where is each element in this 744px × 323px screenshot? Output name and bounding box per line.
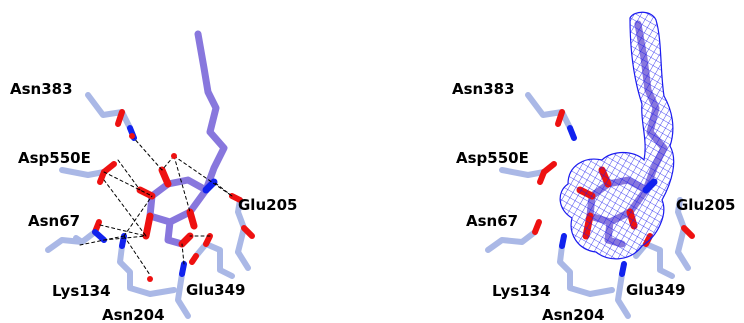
residue-lys134: [557, 233, 615, 297]
water-oxygen: [147, 276, 153, 282]
label-asn383: Asn383: [452, 80, 515, 98]
residue-asn383: [85, 92, 137, 141]
ligand: [136, 30, 228, 248]
label-asn204: Asn204: [102, 306, 165, 323]
residue-lys134: [117, 233, 177, 297]
residue-asn67: [485, 219, 542, 253]
residue-glu205: [675, 197, 695, 271]
label-asn204: Asn204: [542, 306, 605, 323]
label-asp550e: Asp550E: [18, 149, 91, 167]
label-glu349: Glu349: [626, 281, 685, 299]
residue-asn67: [45, 219, 107, 253]
structure-image: Asn383 Asp550E Asn67 Lys134 Asn204 Glu20…: [10, 30, 297, 323]
residue-glu349: [189, 233, 235, 279]
label-glu205: Glu205: [238, 196, 297, 214]
water-oxygen: [171, 153, 177, 159]
label-glu349: Glu349: [186, 281, 245, 299]
label-lys134: Lys134: [492, 282, 551, 300]
binding-site-panel: Asn383 Asp550E Asn67 Lys134 Asn204 Glu20…: [10, 30, 297, 323]
residue-glu205: [229, 193, 255, 271]
label-asn383: Asn383: [10, 80, 73, 98]
label-asn67: Asn67: [28, 212, 80, 230]
label-lys134: Lys134: [52, 282, 111, 300]
residue-asn204: [615, 261, 631, 319]
residue-asn383: [525, 92, 577, 141]
label-asn67: Asn67: [466, 212, 518, 230]
hydrogen-bonds: [79, 135, 233, 276]
residue-asp550e: [59, 161, 117, 185]
electron-density-mesh: [559, 11, 675, 260]
structure-image: Asn383 Asp550E Asn67 Lys134 Asn204 Glu20…: [452, 11, 735, 323]
label-glu205: Glu205: [676, 196, 735, 214]
label-asp550e: Asp550E: [456, 149, 529, 167]
residue-asn204: [175, 261, 191, 319]
residue-asp550e: [499, 161, 557, 185]
electron-density-panel: Asn383 Asp550E Asn67 Lys134 Asn204 Glu20…: [372, 0, 744, 323]
water-oxygen: [129, 133, 135, 139]
